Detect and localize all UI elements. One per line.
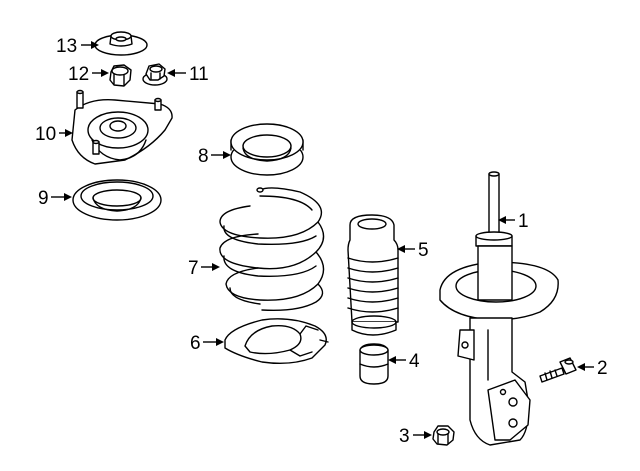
callout-4-label: 4 [409,351,420,372]
part-3-nut[interactable] [432,425,455,446]
callout-7-label: 7 [188,258,199,279]
callout-6-label: 6 [190,333,201,354]
part-2-bolt[interactable] [539,357,577,383]
callout-1-label: 1 [518,211,529,232]
callout-2-label: 2 [597,358,608,379]
part-13-upper-insulator[interactable] [94,31,148,56]
part-6-lower-spring-seat[interactable] [224,318,329,365]
part-4-bump-stop[interactable] [359,343,389,385]
part-12-nut[interactable] [109,64,132,87]
callout-11: 11 [167,64,209,85]
callout-3-label: 3 [399,426,410,447]
callout-2: 2 [577,358,608,379]
part-7-coil-spring [219,187,325,312]
callout-7: 7 [188,258,220,279]
part-5-dust-boot[interactable] [347,214,399,336]
callout-3: 3 [399,426,432,447]
callout-10-label: 10 [35,124,56,145]
callout-10: 10 [35,124,73,145]
part-10-strut-mount[interactable] [71,89,173,165]
callout-5-label: 5 [418,240,429,261]
callout-11-label: 11 [189,64,209,85]
part-11-flange-nut[interactable] [142,63,168,86]
callout-12-label: 12 [68,64,89,85]
part-8-insulator-ring[interactable] [230,123,304,176]
callout-5: 5 [397,240,429,261]
callout-1: 1 [498,211,529,232]
callout-6: 6 [190,333,224,354]
callout-8: 8 [198,146,231,167]
callout-9-label: 9 [38,188,49,209]
part-1-strut[interactable] [439,171,559,446]
callout-9: 9 [38,188,72,209]
callout-13-label: 13 [56,36,77,57]
callout-12: 12 [68,64,109,85]
part-9-spring-seat[interactable] [72,179,162,221]
callout-13: 13 [56,36,99,57]
callout-8-label: 8 [198,146,209,167]
callout-4: 4 [388,351,420,372]
